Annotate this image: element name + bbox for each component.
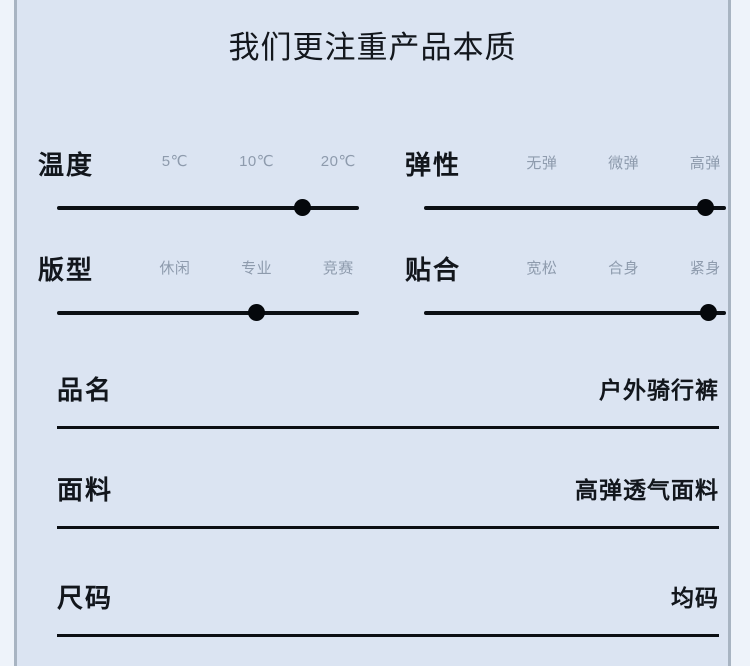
spec-divider xyxy=(57,426,719,429)
slider-track-wrap[interactable] xyxy=(38,304,359,322)
slider-label-fit-closeness: 贴合 xyxy=(405,255,462,285)
slider-header: 温度 5℃ 10℃ 20℃ xyxy=(38,145,361,187)
spec-row-fabric: 面料 高弹透气面料 xyxy=(38,470,728,542)
spec-divider xyxy=(57,634,719,637)
slider-ticks-elasticity: 无弹 微弹 高弹 xyxy=(501,152,728,176)
slider-elasticity[interactable]: 弹性 无弹 微弹 高弹 xyxy=(405,145,728,225)
spec-row-size: 尺码 均码 xyxy=(38,578,728,650)
spec-value: 户外骑行裤 xyxy=(599,377,719,403)
slider-tick-0: 休闲 xyxy=(159,260,191,277)
slider-tick-1: 专业 xyxy=(241,260,273,277)
slider-header: 贴合 宽松 合身 紧身 xyxy=(405,250,728,292)
slider-track-wrap[interactable] xyxy=(38,199,359,217)
slider-fit-closeness[interactable]: 贴合 宽松 合身 紧身 xyxy=(405,250,728,330)
slider-tick-1: 合身 xyxy=(608,260,640,277)
page-title: 我们更注重产品本质 xyxy=(228,30,517,65)
spec-canvas: 我们更注重产品本质 温度 5℃ 10℃ 20℃ 弹性 无弹 xyxy=(17,0,728,666)
spec-value: 高弹透气面料 xyxy=(575,477,719,503)
slider-track-wrap[interactable] xyxy=(405,199,726,217)
slider-tick-2: 竞赛 xyxy=(322,260,354,277)
slider-track-wrap[interactable] xyxy=(405,304,726,322)
slider-label-temperature: 温度 xyxy=(38,150,95,180)
spec-row-product-name: 品名 户外骑行裤 xyxy=(38,370,728,442)
slider-track[interactable] xyxy=(57,206,359,210)
spec-divider xyxy=(57,526,719,529)
slider-tick-2: 20℃ xyxy=(320,153,356,170)
slider-tick-0: 5℃ xyxy=(161,153,188,170)
slider-tick-2: 高弹 xyxy=(689,155,721,172)
slider-knob-temperature[interactable] xyxy=(293,199,311,216)
slider-tick-1: 10℃ xyxy=(239,153,275,170)
slider-label-fit-style: 版型 xyxy=(38,255,95,285)
slider-ticks-fit-closeness: 宽松 合身 紧身 xyxy=(501,257,728,281)
spec-key: 尺码 xyxy=(57,583,114,613)
slider-track[interactable] xyxy=(57,311,359,315)
spec-key: 面料 xyxy=(57,475,114,505)
slider-track[interactable] xyxy=(424,206,726,210)
slider-ticks-fit-style: 休闲 专业 竞赛 xyxy=(134,257,361,281)
slider-tick-0: 无弹 xyxy=(526,155,558,172)
slider-track[interactable] xyxy=(424,311,726,315)
slider-knob-fit-closeness[interactable] xyxy=(699,304,717,321)
slider-label-elasticity: 弹性 xyxy=(405,150,462,180)
slider-tick-1: 微弹 xyxy=(608,155,640,172)
slider-temperature[interactable]: 温度 5℃ 10℃ 20℃ xyxy=(38,145,361,225)
slider-tick-0: 宽松 xyxy=(526,260,558,277)
slider-ticks-temperature: 5℃ 10℃ 20℃ xyxy=(134,152,361,176)
spec-value: 均码 xyxy=(671,585,719,611)
slider-header: 弹性 无弹 微弹 高弹 xyxy=(405,145,728,187)
spec-key: 品名 xyxy=(57,375,114,405)
slider-header: 版型 休闲 专业 竞赛 xyxy=(38,250,361,292)
slider-fit-style[interactable]: 版型 休闲 专业 竞赛 xyxy=(38,250,361,330)
page-edge-left-divider xyxy=(14,0,17,666)
slider-knob-elasticity[interactable] xyxy=(696,199,714,216)
slider-knob-fit-style[interactable] xyxy=(248,304,266,321)
slider-tick-2: 紧身 xyxy=(689,260,721,277)
page-edge-right-divider xyxy=(728,0,731,666)
